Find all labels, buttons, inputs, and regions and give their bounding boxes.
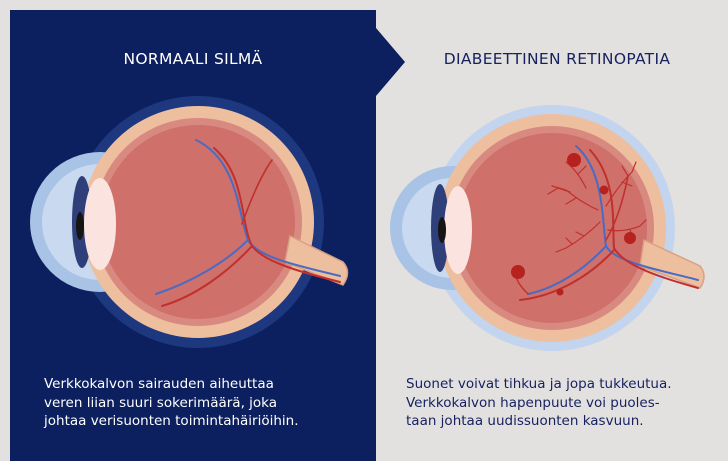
retinopathy-eye-pupil [438,217,446,243]
retinopathy-eye-vitreous [457,133,647,323]
hemorrhage-right [624,232,636,244]
hemorrhage-top [567,153,581,167]
hemorrhage-center [600,186,609,195]
retinopathy-title: DIABEETTINEN RETINOPATIA [386,50,728,68]
retinopathy-eye-lens [444,186,472,274]
hemorrhage-small [557,289,564,296]
hemorrhage-left [511,265,525,279]
normal-eye-title: NORMAALI SILMÄ [10,50,376,68]
retinopathy-caption: Suonet voivat tihkua ja jopa tukkeutua. … [406,375,726,431]
normal-eye-caption: Verkkokalvon sairauden aiheuttaa veren l… [44,375,364,431]
